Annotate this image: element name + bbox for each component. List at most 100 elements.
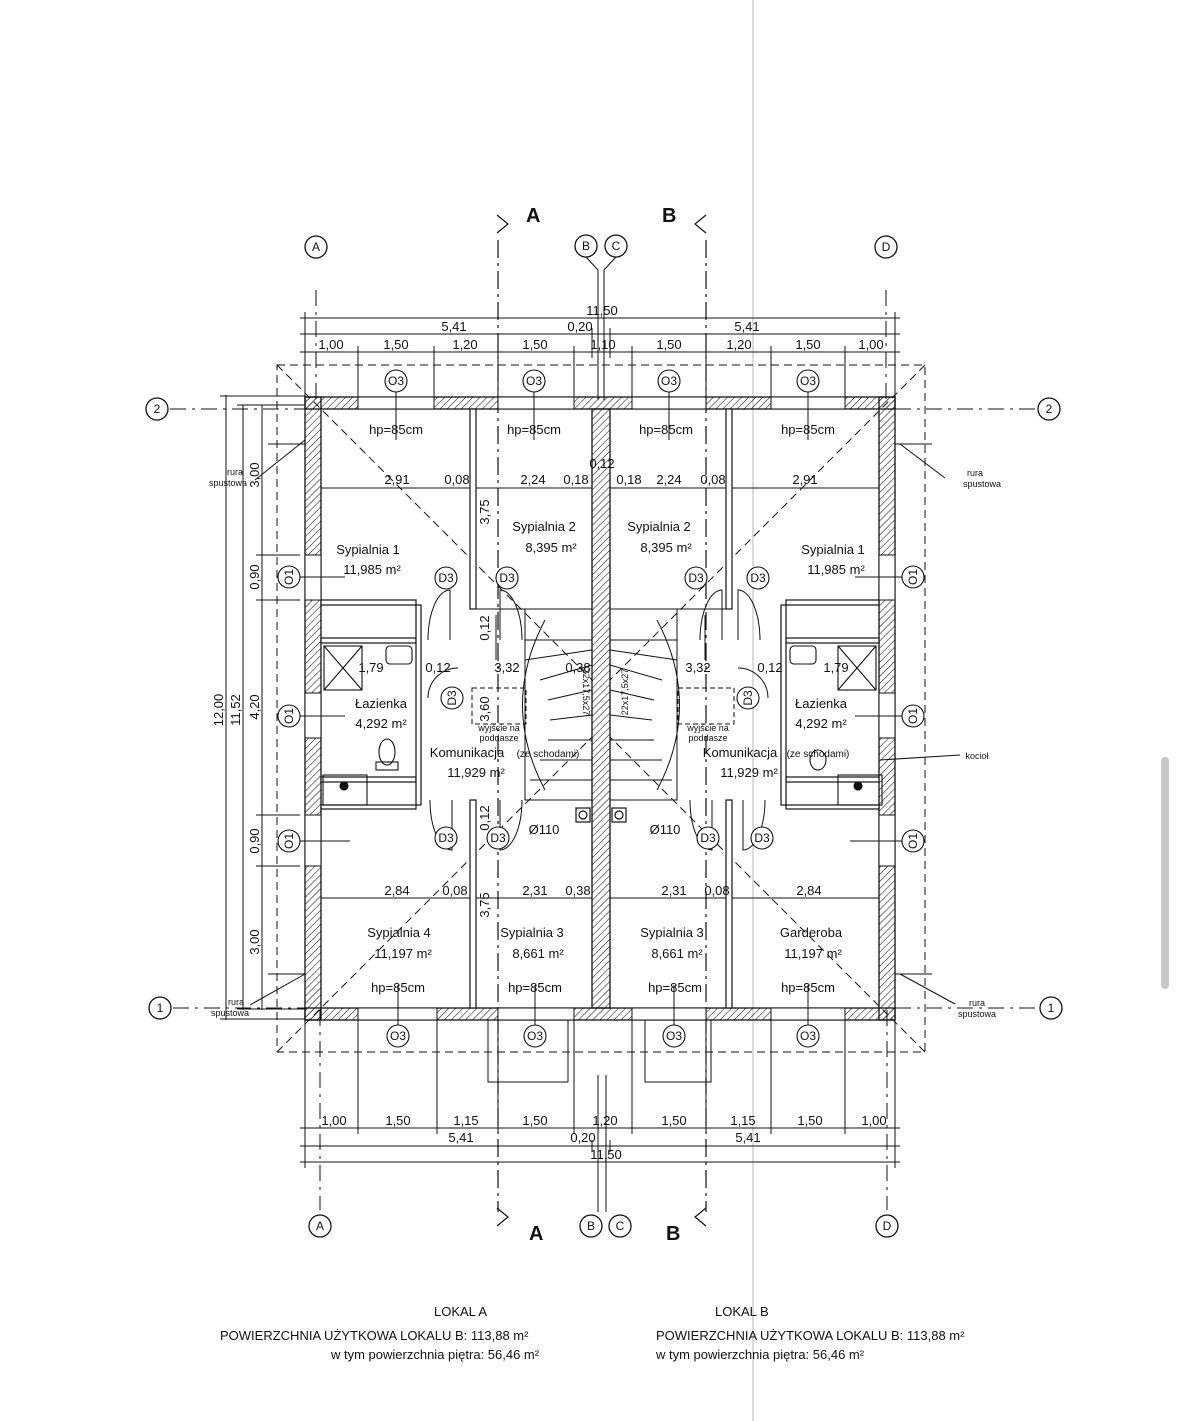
axis-marker-2-right: [1037, 397, 1061, 421]
window-tag-o3-8: O3: [800, 1029, 816, 1043]
room-area-bed3-right: 8,661 m²: [651, 946, 703, 961]
roof-outline: [276, 364, 926, 1053]
window-tag-o3-3: O3: [661, 374, 677, 388]
window-tag-o1-2: O1: [282, 708, 296, 724]
axis-label-b-top: B: [582, 239, 590, 253]
axis-label-d-bottom: D: [883, 1219, 892, 1233]
axis-marker-1-right: [1039, 996, 1063, 1020]
axis-marker-2-left: [145, 397, 169, 421]
inner-dim-mid-2: 0,12: [425, 660, 450, 675]
axis-label-d-top: D: [882, 240, 891, 254]
dim-top-seg-9: 1,00: [858, 337, 883, 352]
window-tag-o1-3: O1: [282, 833, 296, 849]
downpipe-tr-2: spustowa: [963, 479, 1001, 489]
dim-middle-bottom: 0,20: [570, 1130, 595, 1145]
dim-bottom-seg-4: 1,50: [522, 1113, 547, 1128]
terrace-outlines: [487, 1019, 712, 1083]
headroom-lines: [321, 487, 879, 899]
room-area-bed2-left: 8,395 m²: [525, 540, 577, 555]
axis-label-c-top: C: [612, 239, 621, 253]
room-area-wardrobe-right: 11,197 m²: [784, 946, 842, 961]
axis-label-2-right: 2: [1046, 402, 1053, 416]
inner-dim-top-2: 0,08: [444, 472, 469, 487]
attic-exit-left-1: wyjście na: [477, 723, 520, 733]
door-tag-d3-5: D3: [438, 831, 454, 845]
room-name-bed4-left: Sypialnia 4: [367, 925, 431, 940]
room-area-bed4-left: 11,197 m²: [374, 946, 432, 961]
unit-a-usable-area: POWIERZCHNIA UŻYTKOWA LOKALU B: 113,88 m…: [220, 1328, 529, 1343]
downpipe-br-2: spustowa: [958, 1009, 996, 1019]
staircase: [476, 608, 726, 801]
window-tag-o3-5: O3: [390, 1029, 406, 1043]
door-tag-d3-10: D3: [741, 690, 755, 706]
dim-top-seg-8: 1,50: [795, 337, 820, 352]
window-tag-o1-4: O1: [906, 569, 920, 585]
headroom-label-7: hp=85cm: [648, 980, 702, 995]
axis-label-1-left: 1: [157, 1001, 164, 1015]
stairs-label-left: 22x17,5x27: [581, 669, 591, 716]
dimension-lines-left: [220, 395, 305, 1020]
door-tag-d3-7: D3: [700, 831, 716, 845]
bathroom-fixtures: [322, 645, 883, 806]
axis-marker-d-top: [874, 235, 898, 259]
inner-dim-top-6: 0,18: [616, 472, 641, 487]
interior-walls: [320, 408, 880, 1009]
attic-exit-left-2: poddasze: [479, 733, 518, 743]
inner-dim-top-1: 2,91: [384, 472, 409, 487]
downpipe-br-1: rura: [969, 998, 985, 1008]
dim-half-left-top: 5,41: [441, 319, 466, 334]
inner-dim-mid-3: 3,32: [494, 660, 519, 675]
room-area-bed2-right: 8,395 m²: [640, 540, 692, 555]
dim-top-seg-4: 1,50: [522, 337, 547, 352]
dim-top-seg-1: 1,00: [318, 337, 343, 352]
pipe-label-left: Ø110: [529, 822, 560, 837]
door-tag-d3-6: D3: [490, 831, 506, 845]
axis-marker-b-bottom: [579, 1214, 603, 1238]
inner-vdim-2: 0,12: [477, 615, 492, 640]
downpipe-tl-1: rura: [227, 467, 243, 477]
headroom-label-1: hp=85cm: [369, 422, 423, 437]
inner-dim-bot-6: 0,08: [704, 883, 729, 898]
dim-bottom-seg-6: 1,50: [661, 1113, 686, 1128]
inner-dim-top-3: 2,24: [520, 472, 545, 487]
axis-label-c-bottom: C: [616, 1219, 625, 1233]
inner-dim-top-9: 2,91: [792, 472, 817, 487]
door-tag-d3-2: D3: [499, 571, 515, 585]
room-name-bed2-right: Sypialnia 2: [627, 519, 691, 534]
downpipe-tl-2: spustowa: [209, 478, 247, 488]
inner-dim-mid-6: 0,12: [757, 660, 782, 675]
door-tag-d3-1: D3: [438, 571, 454, 585]
dim-bottom-seg-8: 1,50: [797, 1113, 822, 1128]
room-name-hall-left: Komunikacja: [430, 745, 505, 760]
axis-label-a-bottom: A: [316, 1219, 324, 1233]
room-area-bed3-left: 8,661 m²: [512, 946, 564, 961]
axis-label-b-bottom: B: [587, 1219, 595, 1233]
window-tag-o1-1: O1: [282, 569, 296, 585]
inner-dim-bot-1: 2,84: [384, 883, 409, 898]
dim-bottom-seg-9: 1,00: [861, 1113, 886, 1128]
dimension-lines-bottom: [300, 1020, 900, 1168]
dim-bottom-seg-2: 1,50: [385, 1113, 410, 1128]
room-area-hall-left: 11,929 m²: [447, 765, 505, 780]
inner-dim-mid-7: 1,79: [823, 660, 848, 675]
room-area-bed1-right: 11,985 m²: [807, 562, 865, 577]
window-tag-markers: [277, 369, 925, 1048]
dim-bottom-seg-5: 1,20: [592, 1113, 617, 1128]
dim-half-right-bottom: 5,41: [735, 1130, 760, 1145]
dim-half-right-top: 5,41: [734, 319, 759, 334]
unit-a-floor-area: w tym powierzchnia piętra: 56,46 m²: [331, 1347, 540, 1362]
room-name-bed3-right: Sypialnia 3: [640, 925, 704, 940]
dim-left-total: 12,00: [211, 694, 226, 727]
axis-marker-d-bottom: [875, 1214, 899, 1238]
window-tag-o3-1: O3: [388, 374, 404, 388]
inner-vdim-3: 3,60: [477, 696, 492, 721]
room-area-bed1-left: 11,985 m²: [343, 562, 401, 577]
room-name-wardrobe-right: Garderoba: [780, 925, 843, 940]
dim-bottom-seg-3: 1,15: [453, 1113, 478, 1128]
dim-top-seg-2: 1,50: [383, 337, 408, 352]
vertical-scrollbar[interactable]: [1161, 757, 1169, 989]
room-area-bath-right: 4,292 m²: [795, 716, 847, 731]
unit-b-usable-area: POWIERZCHNIA UŻYTKOWA LOKALU B: 113,88 m…: [656, 1328, 965, 1343]
inner-dim-mid-4: 0,38: [565, 660, 590, 675]
